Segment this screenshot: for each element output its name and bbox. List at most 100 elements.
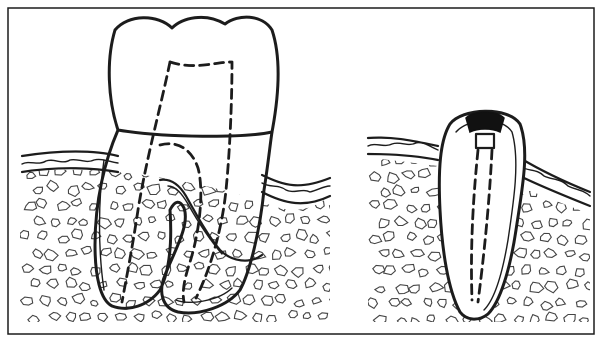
bone-cell	[209, 200, 219, 207]
bone-cell	[410, 318, 420, 326]
bone-cell	[72, 293, 84, 303]
bone-cell	[21, 297, 33, 305]
bone-cell	[285, 248, 296, 257]
bone-cell	[312, 298, 321, 304]
bone-cell	[281, 234, 290, 242]
molar-crown	[109, 17, 278, 136]
bone-cell	[270, 217, 281, 227]
bone-cell	[303, 313, 310, 319]
bone-cell	[544, 248, 557, 257]
bone-cell	[540, 233, 551, 241]
bone-cell	[402, 265, 415, 273]
bone-cell	[199, 249, 209, 257]
bone-cell	[108, 235, 118, 244]
bone-cell	[324, 248, 332, 255]
bone-cell	[393, 185, 405, 196]
bone-cell	[31, 279, 40, 287]
bone-cell	[234, 185, 245, 194]
bone-cell	[115, 248, 126, 259]
bone-cell	[565, 251, 575, 257]
bone-cell	[115, 219, 124, 227]
bone-cell	[415, 218, 426, 229]
bone-cell	[123, 235, 133, 242]
bone-cell	[396, 285, 409, 294]
bone-cell	[124, 174, 132, 180]
bone-cell	[549, 219, 558, 227]
bone-cell	[388, 173, 400, 184]
bone-cell	[174, 167, 186, 178]
bone-cell	[515, 316, 524, 323]
bone-cell	[44, 249, 58, 261]
bone-cell	[158, 232, 165, 239]
bone-cell	[110, 264, 120, 272]
bone-cell	[36, 198, 47, 208]
bone-cell	[66, 312, 75, 321]
bone-cell	[424, 298, 432, 306]
gum-line-left-outer	[22, 152, 118, 157]
bone-cell	[381, 188, 390, 197]
bone-cell	[575, 235, 587, 244]
bone-cell	[47, 180, 59, 191]
bone-cell	[507, 297, 516, 304]
bone-cell	[373, 315, 386, 324]
bone-cell	[147, 252, 157, 258]
bone-cell	[409, 285, 420, 293]
bone-cell	[79, 219, 88, 225]
bone-cell	[233, 249, 242, 257]
bone-cell	[98, 313, 108, 321]
bone-cell	[530, 282, 544, 292]
bone-cell	[167, 314, 177, 323]
bone-cell	[259, 268, 269, 275]
bone-cell	[579, 254, 589, 261]
bone-cell	[259, 234, 269, 243]
bone-cell	[294, 200, 308, 211]
bone-cell	[419, 169, 431, 178]
bone-cell	[39, 266, 50, 274]
bone-cell	[190, 169, 203, 179]
bone-cell	[389, 299, 400, 307]
bone-cell	[323, 283, 331, 291]
bone-cell	[268, 282, 279, 289]
bone-cell	[395, 158, 405, 164]
bone-cell	[318, 313, 328, 319]
bone-cell	[116, 186, 126, 194]
bone-cell	[556, 202, 566, 213]
bone-cell	[226, 234, 236, 241]
bone-cell	[495, 314, 506, 322]
bone-cell	[329, 264, 341, 275]
bone-cell	[446, 316, 458, 325]
bone-cell	[91, 300, 98, 306]
bone-cell	[40, 296, 51, 307]
bone-cell	[134, 314, 144, 322]
bone-cell	[229, 203, 238, 212]
bone-cell	[539, 268, 549, 274]
bone-cell	[301, 216, 310, 223]
bone-cell	[81, 246, 91, 254]
bone-cell	[138, 232, 149, 241]
bone-cell	[68, 186, 79, 197]
bone-cell	[20, 231, 29, 239]
bone-cell	[567, 279, 579, 289]
bone-cell	[531, 250, 540, 258]
bone-cell	[411, 187, 419, 192]
bone-cell	[512, 281, 520, 289]
bone-cell	[383, 231, 394, 241]
bone-cell	[212, 169, 221, 176]
bone-cell	[237, 216, 248, 224]
bone-cell	[115, 313, 126, 320]
bone-cell	[157, 201, 166, 209]
bone-cell	[215, 312, 230, 321]
bone-cell	[395, 216, 408, 225]
bone-cell	[226, 267, 236, 276]
bone-cell	[541, 301, 553, 310]
bone-cell	[384, 200, 398, 210]
bone-cell	[165, 281, 173, 287]
bone-cell	[370, 172, 381, 182]
bone-cell	[243, 295, 255, 305]
bone-cell	[521, 232, 534, 241]
gum-line-far-lower	[520, 176, 590, 206]
bone-cell	[384, 266, 396, 275]
bone-cell	[261, 296, 273, 306]
bone-cell	[296, 172, 304, 179]
bone-cell	[576, 301, 586, 307]
